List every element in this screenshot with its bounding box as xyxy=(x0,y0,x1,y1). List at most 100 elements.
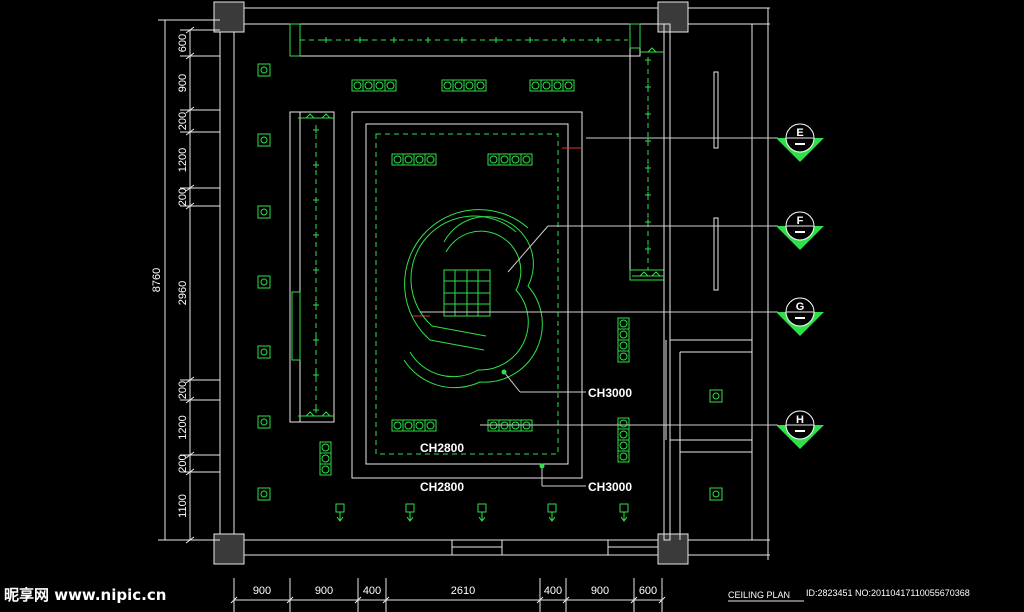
s-curve-feature xyxy=(403,209,543,389)
section-marker-label: G xyxy=(796,301,805,313)
spotlight-icon xyxy=(645,192,651,198)
spotlight-icon xyxy=(323,37,329,43)
spotlight-icon xyxy=(313,197,319,203)
linear-light-icon xyxy=(529,79,575,92)
left-soffit xyxy=(289,111,335,423)
section-marker-label: H xyxy=(796,414,804,426)
spotlight-icon xyxy=(459,37,465,43)
image-id-text: ID:2823451 NO:20110417110055670368 xyxy=(806,588,970,598)
spotlight-icon xyxy=(313,267,319,273)
downlight-icon xyxy=(335,503,345,522)
dimension-total: 8760 xyxy=(151,268,163,292)
section-markers: E F G H xyxy=(776,123,824,449)
spotlight-icon xyxy=(357,37,363,43)
section-marker-label: E xyxy=(796,127,803,139)
columns xyxy=(213,1,689,565)
spotlight-icon xyxy=(313,372,319,378)
spotlight-icon xyxy=(313,407,319,413)
linear-light-icon xyxy=(617,317,630,363)
square-light-icon xyxy=(257,133,271,147)
spotlight-icon xyxy=(313,337,319,343)
downlight-icon xyxy=(477,503,487,522)
cove-mark xyxy=(632,271,664,277)
dimension-value: 600 xyxy=(177,34,189,52)
spotlight-icon xyxy=(391,37,397,43)
square-light-icon xyxy=(257,345,271,359)
linear-light-icon xyxy=(487,153,533,166)
section-marker: G xyxy=(776,297,824,336)
cove-mark xyxy=(640,47,664,53)
section-marker-label: F xyxy=(797,215,804,227)
caption-label: CEILING PLAN xyxy=(728,590,790,600)
square-light-icon xyxy=(709,389,723,403)
outer-walls xyxy=(214,7,770,560)
spotlight-icon xyxy=(425,37,431,43)
dimension-value: 400 xyxy=(363,585,381,597)
spotlight-icon xyxy=(313,232,319,238)
dimension-value: 900 xyxy=(177,74,189,92)
spotlight-icon xyxy=(645,111,651,117)
spotlight-icon xyxy=(595,37,601,43)
ch3000-upper-label: CH3000 xyxy=(588,386,632,400)
spotlight-icon xyxy=(645,219,651,225)
dimension-value: 900 xyxy=(315,585,333,597)
downlight-icon xyxy=(547,503,557,522)
spotlight-icon xyxy=(645,165,651,171)
dimension-value: 200 xyxy=(177,381,189,399)
dimension-value: 200 xyxy=(177,188,189,206)
spotlight-icon xyxy=(561,37,567,43)
grid-light-center xyxy=(443,269,491,317)
dimension-value: 200 xyxy=(177,112,189,130)
square-light-icon xyxy=(709,487,723,501)
dimension-value: 400 xyxy=(544,585,562,597)
linear-light-icon xyxy=(441,79,487,92)
linear-light-icon xyxy=(391,153,437,166)
spotlight-icon xyxy=(645,57,651,63)
spotlight-icon xyxy=(313,162,319,168)
spotlight-icon xyxy=(493,37,499,43)
dimension-value: 200 xyxy=(177,454,189,472)
square-light-icon xyxy=(257,487,271,501)
dimension-value: 900 xyxy=(591,585,609,597)
light-fixtures xyxy=(257,37,723,522)
leader-lines xyxy=(420,137,778,487)
square-light-icon xyxy=(257,415,271,429)
spotlight-icon xyxy=(645,138,651,144)
spotlight-icon xyxy=(313,302,319,308)
dimension-value: 1100 xyxy=(177,494,189,518)
linear-light-icon xyxy=(391,419,437,432)
linear-light-icon xyxy=(351,79,397,92)
ch2800-outer-label: CH2800 xyxy=(420,480,464,494)
square-light-icon xyxy=(257,275,271,289)
spotlight-icon xyxy=(527,37,533,43)
dimension-value: 2960 xyxy=(177,281,189,305)
dimension-value: 1200 xyxy=(177,415,189,439)
section-marker: F xyxy=(776,211,824,250)
square-light-icon xyxy=(257,205,271,219)
spotlight-icon xyxy=(645,246,651,252)
dimension-value: 900 xyxy=(253,585,271,597)
dimension-value: 1200 xyxy=(177,148,189,172)
cove-mark xyxy=(298,113,334,119)
section-marker: E xyxy=(776,123,824,162)
right-rooms xyxy=(665,71,752,540)
dimension-value: 2610 xyxy=(451,585,475,597)
left-dimension-chain: 600 900 200 1200 200 2960 200 1200 200 1100 8760 xyxy=(151,19,220,544)
section-marker: H xyxy=(776,410,824,449)
central-ceiling xyxy=(351,111,583,479)
linear-light-icon xyxy=(319,441,332,476)
cove-mark xyxy=(298,411,334,417)
linear-light-icon xyxy=(617,417,630,463)
watermark-text: 昵享网 www.nipic.cn xyxy=(4,586,166,604)
downlight-icon xyxy=(405,503,415,522)
ch3000-lower-label: CH3000 xyxy=(588,480,632,494)
ch2800-inner-label: CH2800 xyxy=(420,441,464,455)
spotlight-icon xyxy=(313,127,319,133)
square-light-icon xyxy=(257,63,271,77)
downlight-icon xyxy=(619,503,629,522)
spotlight-icon xyxy=(645,84,651,90)
right-soffit xyxy=(629,23,671,541)
